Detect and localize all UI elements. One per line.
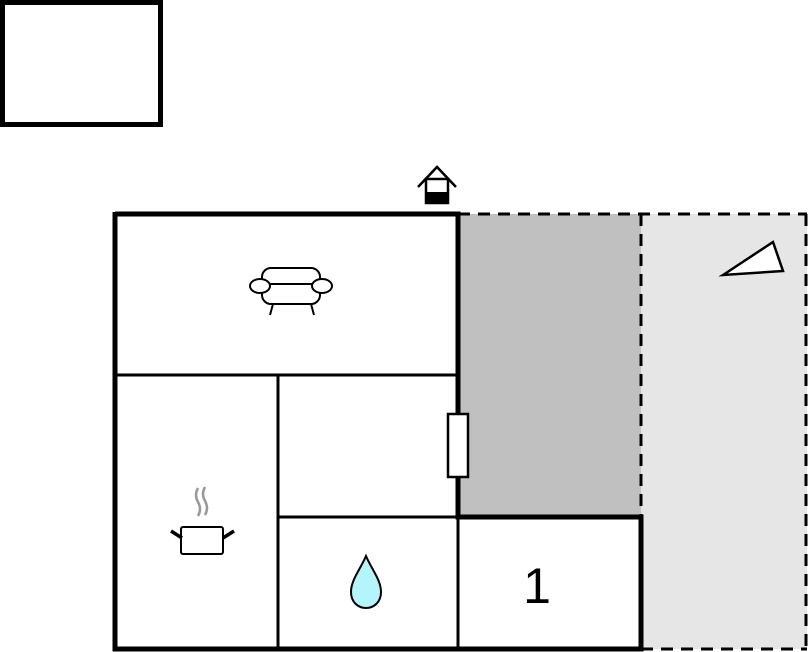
sliding-door [446, 412, 470, 479]
water-drop-icon [349, 553, 383, 610]
garden-area [640, 214, 807, 649]
terrace-area [458, 214, 641, 517]
external-walls [112, 211, 644, 652]
shed [0, 0, 163, 127]
entrance-house-icon [417, 165, 457, 205]
bedroom-label: 1 [523, 558, 551, 614]
cooking-pot-icon [170, 486, 235, 555]
sun-lounger-icon [718, 240, 785, 277]
outdoor-boundary [458, 212, 808, 651]
internal-walls [115, 373, 460, 649]
sofa-icon [249, 267, 333, 316]
